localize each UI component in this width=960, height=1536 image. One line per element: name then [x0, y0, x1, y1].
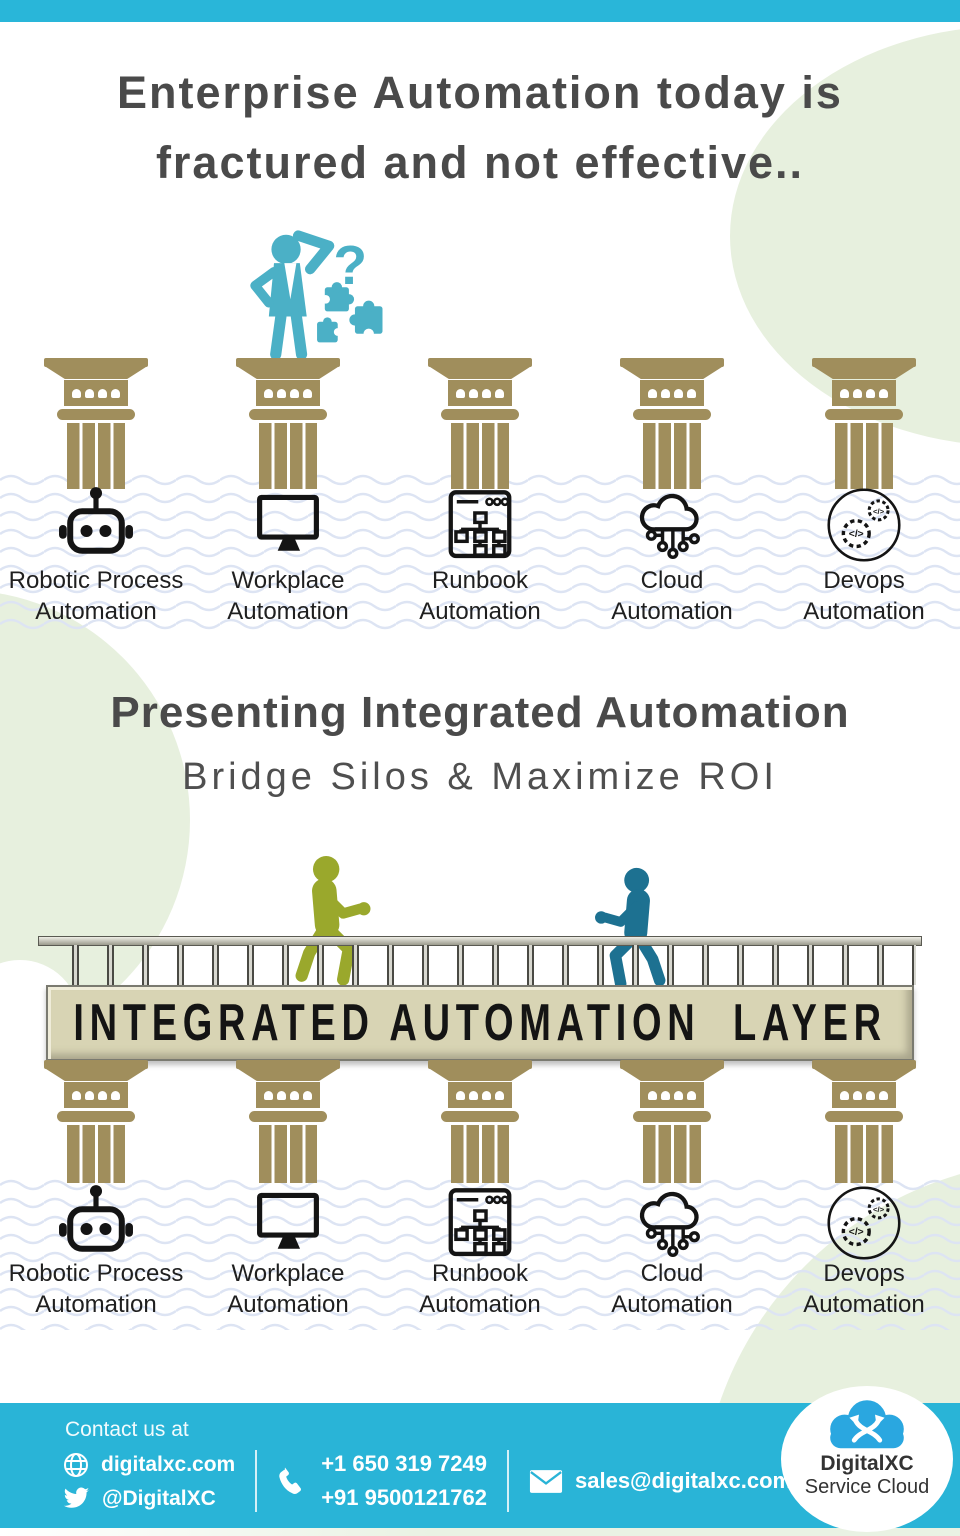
devops-gears-icon: </> </>: [827, 488, 901, 562]
email-item: sales@digitalxc.com: [529, 1468, 792, 1494]
runbook-icon: [448, 490, 512, 559]
confused-person-with-puzzle-icon: ?: [250, 230, 383, 360]
bottom-strip: [0, 1528, 960, 1536]
pillar-graphic: [812, 1060, 916, 1183]
website-text: digitalxc.com: [101, 1452, 236, 1476]
bridge-rail-posts: [44, 945, 916, 985]
runbook-icon: [448, 1188, 512, 1257]
pillars-row-1: [0, 358, 960, 489]
puzzle-pieces: [317, 282, 383, 343]
pillar-graphic: [236, 1060, 340, 1183]
logo-name: DigitalXC: [820, 1452, 914, 1475]
digitalxc-logo-badge: DigitalXC Service Cloud: [781, 1386, 953, 1532]
icons-row-2: </> </>: [0, 1180, 960, 1266]
bridge-label: INTEGRATED AUTOMATION LAYER: [73, 993, 887, 1051]
pillars-row-2: [0, 1060, 960, 1183]
pillar-graphic: [620, 1060, 724, 1183]
digitalxc-cloud-logo-icon: [830, 1400, 904, 1449]
pillar-graphic: [812, 358, 916, 489]
top-accent-bar: [0, 0, 960, 22]
pillar-graphic: [236, 358, 340, 489]
contact-row: digitalxc.com @DigitalXC +1 650 319 7249…: [0, 1450, 960, 1512]
robot-icon: [59, 487, 133, 554]
svg-text:</>: </>: [849, 1227, 864, 1238]
footer-divider: [255, 1450, 258, 1512]
section2-subtitle: Bridge Silos & Maximize ROI: [182, 756, 778, 798]
icons-row-1: </> </>: [0, 482, 960, 568]
email-icon: [529, 1469, 563, 1493]
pillar-graphic: [428, 1060, 532, 1183]
section2-title: Presenting Integrated Automation: [110, 688, 850, 737]
section1-title: Enterprise Automation today is fractured…: [0, 58, 960, 198]
twitter-text: @DigitalXC: [102, 1486, 216, 1510]
phone-number-1: +1 650 319 7249: [321, 1451, 487, 1476]
phone-item: +1 650 319 7249 +91 9500121762: [277, 1451, 487, 1511]
monitor-icon: [257, 1192, 319, 1249]
section1-title-line2: fractured and not effective..: [155, 136, 805, 188]
section1-title-line1: Enterprise Automation today is: [117, 67, 843, 118]
integrated-automation-layer-banner: INTEGRATED AUTOMATION LAYER: [46, 985, 914, 1061]
svg-text:</>: </>: [849, 529, 864, 540]
globe-icon: [64, 1452, 88, 1477]
wave-pattern-band: [0, 470, 960, 630]
pillar-graphic: [620, 358, 724, 489]
twitter-icon: [63, 1487, 90, 1508]
cloud-icon: [639, 493, 700, 559]
svg-text:</>: </>: [873, 507, 885, 516]
website-item: digitalxc.com: [63, 1452, 235, 1478]
devops-gears-icon: </> </>: [827, 1186, 901, 1260]
contact-heading: Contact us at: [65, 1418, 189, 1441]
twitter-item: @DigitalXC: [63, 1487, 235, 1511]
footer-divider: [507, 1450, 509, 1512]
phone-icon: [279, 1467, 302, 1494]
cloud-icon: [639, 1191, 700, 1257]
logo-subtitle: Service Cloud: [804, 1476, 930, 1498]
phone-number-2: +91 9500121762: [321, 1485, 487, 1510]
robot-icon: [59, 1185, 133, 1252]
pillar-graphic: [428, 358, 532, 489]
monitor-icon: [257, 494, 319, 551]
pillar-graphic: [44, 358, 148, 489]
pillar-graphic: [44, 1060, 148, 1183]
bridge-graphic: INTEGRATED AUTOMATION LAYER: [0, 853, 960, 1063]
svg-text:</>: </>: [873, 1205, 885, 1214]
email-text: sales@digitalxc.com: [575, 1468, 793, 1493]
